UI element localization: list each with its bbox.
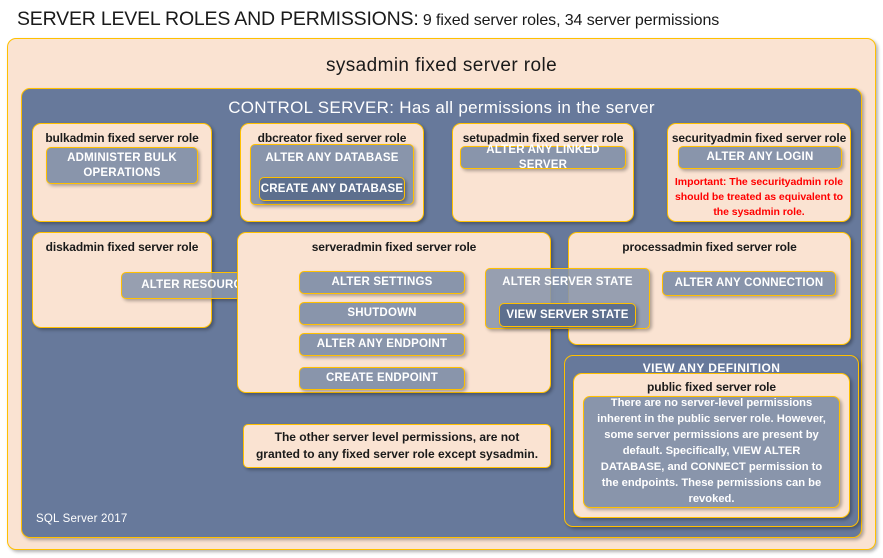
securityadmin-warning-text: Important: The securityadmin role should… [674,176,844,219]
public-role-description: There are no server-level permissions in… [583,396,840,508]
permission-view-server-state[interactable]: VIEW SERVER STATE [499,303,636,327]
permission-create-endpoint[interactable]: CREATE ENDPOINT [299,367,465,390]
permission-shutdown[interactable]: SHUTDOWN [299,302,465,325]
footer-version-label: SQL Server 2017 [36,513,128,525]
role-label-dbcreator: dbcreator fixed server role [257,131,407,145]
permission-alter-any-endpoint[interactable]: ALTER ANY ENDPOINT [299,333,465,356]
page-title: SERVER LEVEL ROLES AND PERMISSIONS: 9 fi… [17,8,867,34]
role-box-setupadmin[interactable]: setupadmin fixed server role [452,123,634,222]
permission-alter-any-connection[interactable]: ALTER ANY CONNECTION [662,271,836,296]
view-any-definition-label: VIEW ANY DEFINITION [642,361,781,375]
control-server-label: CONTROL SERVER: Has all permissions in t… [228,98,655,117]
permission-alter-any-login[interactable]: ALTER ANY LOGIN [678,146,842,169]
role-label-serveradmin: serveradmin fixed server role [311,240,477,254]
permission-alter-any-linked-server[interactable]: ALTER ANY LINKED SERVER [460,144,626,171]
role-label-setupadmin: setupadmin fixed server role [462,131,624,145]
permission-alter-settings[interactable]: ALTER SETTINGS [299,271,465,294]
role-label-diskadmin: diskadmin fixed server role [45,240,199,254]
role-label-bulkadmin: bulkadmin fixed server role [45,131,199,145]
role-label-public: public fixed server role [647,380,776,394]
role-box-securityadmin[interactable]: securityadmin fixed server role [667,123,851,222]
permission-administer-bulk-operations[interactable]: ADMINISTER BULK OPERATIONS [46,147,198,184]
page-title-strong: SERVER LEVEL ROLES AND PERMISSIONS: [17,8,419,30]
role-label-processadmin: processadmin fixed server role [622,240,797,254]
sysadmin-role-label: sysadmin fixed server role [325,55,558,76]
other-permissions-note: The other server level permissions, are … [243,424,551,468]
role-label-securityadmin: securityadmin fixed server role [671,131,847,145]
permission-create-any-database[interactable]: CREATE ANY DATABASE [259,177,405,201]
page-title-rest: 9 fixed server roles, 34 server permissi… [418,12,720,29]
